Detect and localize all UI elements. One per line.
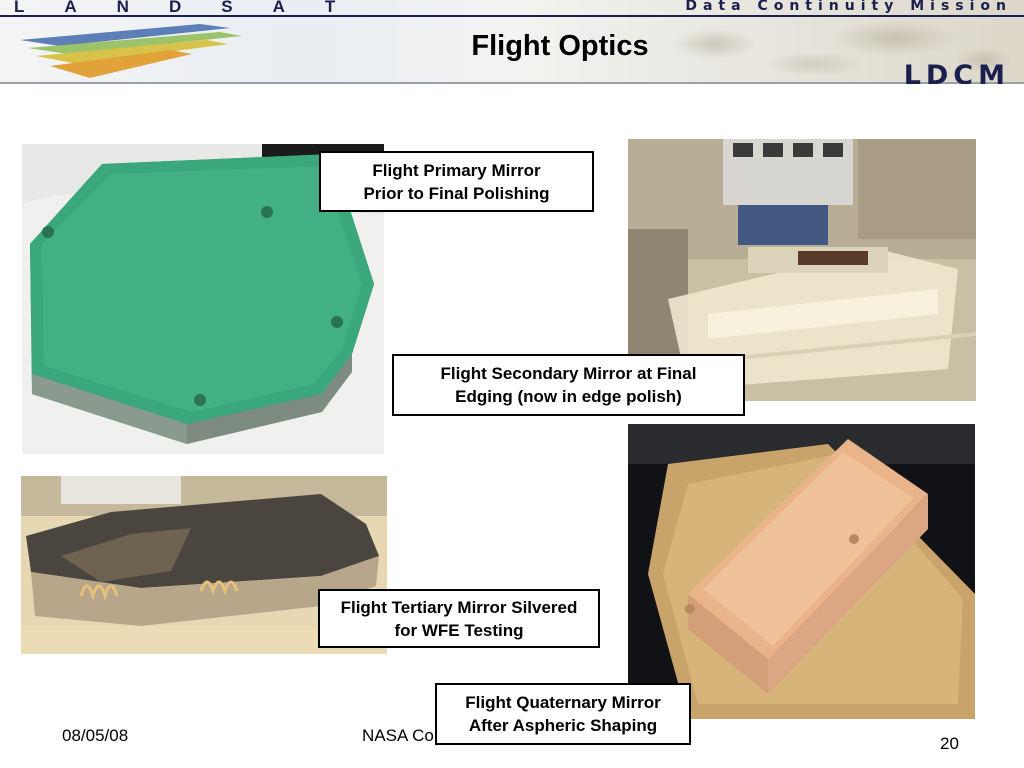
tertiary-mirror-caption: Flight Tertiary Mirror Silvered for WFE … [318, 589, 600, 648]
header-top-rule [0, 15, 1024, 17]
page-number: 20 [940, 734, 959, 753]
ldcm-logo: LDCM [903, 60, 1010, 84]
caption-line: Flight Secondary Mirror at Final [440, 364, 697, 383]
landsat-letter: A [272, 0, 285, 16]
caption-line: for WFE Testing [394, 620, 524, 640]
header-bottom-rule [0, 82, 1024, 84]
caption-line: Flight Quaternary Mirror [465, 693, 661, 712]
caption-line: Prior to Final Polishing [363, 183, 550, 203]
quaternary-mirror-caption: Flight Quaternary Mirror After Aspheric … [435, 683, 691, 745]
world-map-graphic [564, 14, 1024, 80]
secondary-mirror-caption: Flight Secondary Mirror at Final Edging … [392, 354, 745, 416]
caption-line: Flight Primary Mirror [372, 160, 541, 180]
page-title: Flight Optics [471, 30, 649, 62]
caption-line: Edging (now in edge polish) [455, 387, 682, 406]
footer-organization: NASA Co [362, 726, 434, 745]
quaternary-mirror-photo [628, 424, 975, 719]
header-banner: L A N D S A T Data Continuity Mission LD… [0, 0, 1024, 84]
landsat-letter: D [168, 0, 182, 16]
landsat-letter: S [221, 0, 233, 16]
landsat-stripes-logo [20, 24, 242, 78]
primary-mirror-photo [22, 144, 384, 454]
caption-line: Flight Tertiary Mirror Silvered [340, 597, 578, 617]
caption-line: After Aspheric Shaping [468, 716, 658, 735]
landsat-letter: T [324, 0, 336, 16]
footer-date: 08/05/08 [62, 726, 129, 745]
landsat-wordmark: L A N D S A T [14, 0, 336, 16]
landsat-letter: L [14, 0, 25, 16]
primary-mirror-caption: Flight Primary Mirror Prior to Final Pol… [319, 151, 594, 212]
landsat-letter: A [64, 0, 77, 16]
landsat-letter: N [116, 0, 129, 16]
mission-name: Data Continuity Mission [685, 0, 1012, 14]
